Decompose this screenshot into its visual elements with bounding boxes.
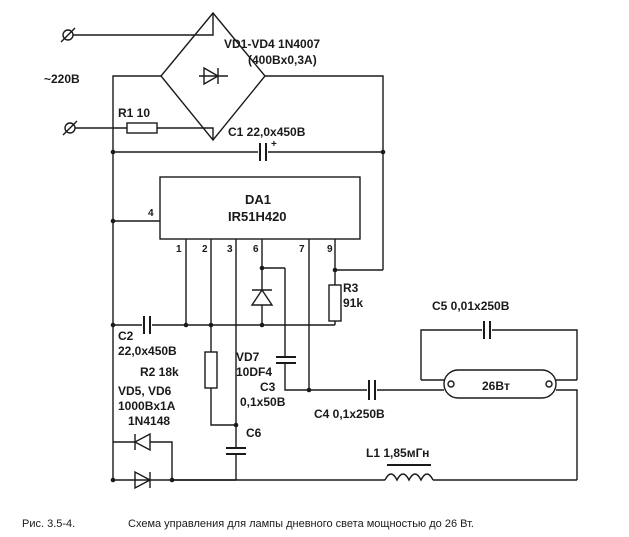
l1-inductor — [384, 464, 434, 482]
r3-value: 91k — [343, 296, 363, 310]
wire-pos-rail — [265, 75, 384, 258]
r3-name: R3 — [343, 281, 359, 295]
pin-9: 9 — [327, 244, 333, 255]
r1-label: R1 10 — [118, 106, 150, 120]
c3-name: C3 — [260, 380, 276, 394]
r1-resistor — [126, 122, 158, 134]
c3-value: 0,1x50B — [240, 395, 286, 409]
c1-label: C1 22,0x450B — [228, 125, 306, 139]
vd56-part: 1N4148 — [128, 414, 170, 428]
lamp-label: 26Bт — [482, 379, 510, 393]
ic-da1 — [159, 176, 361, 240]
c2-name: C2 — [118, 329, 134, 343]
pin-3: 3 — [227, 244, 233, 255]
c5-label: C5 0,01x250B — [432, 299, 510, 313]
l1-label: L1 1,85мГн — [366, 446, 429, 460]
vd7-diode — [250, 288, 274, 306]
c2-value: 22,0x450B — [118, 344, 177, 358]
pin-7: 7 — [299, 244, 305, 255]
c4-label: C4 0,1x250B — [314, 407, 385, 421]
mains-terminal-bottom — [62, 120, 78, 136]
pin-2: 2 — [202, 244, 208, 255]
r2-label: R2 18k — [140, 365, 179, 379]
diode-bridge — [160, 11, 266, 142]
vd6-diode — [134, 470, 152, 490]
wire-mains-l — [73, 13, 214, 36]
figure-caption: Схема управления для лампы дневного свет… — [128, 518, 474, 530]
figure-number: Рис. 3.5-4. — [22, 518, 75, 530]
wire-neg-rail — [112, 75, 161, 425]
mains-terminal-top — [60, 27, 76, 43]
fluorescent-lamp — [443, 369, 557, 399]
pin-6: 6 — [253, 244, 259, 255]
ic-part: IR51H420 — [228, 209, 287, 224]
mains-label: ~220B — [44, 72, 80, 86]
r2-resistor — [204, 351, 218, 389]
c1-plus: + — [271, 139, 277, 150]
vd7-part: 10DF4 — [236, 365, 272, 379]
pin-4: 4 — [148, 208, 154, 219]
bridge-rating-label: (400Bx0,3A) — [248, 53, 317, 67]
r3-resistor — [328, 284, 342, 322]
vd56-rating: 1000Bx1A — [118, 399, 176, 413]
pin-1: 1 — [176, 244, 182, 255]
vd56-name: VD5, VD6 — [118, 384, 172, 398]
vd7-name: VD7 — [236, 350, 260, 364]
vd5-diode — [133, 432, 151, 452]
c6-label: C6 — [246, 426, 262, 440]
bridge-label: VD1-VD4 1N4007 — [224, 37, 320, 51]
ic-name: DA1 — [245, 192, 271, 207]
